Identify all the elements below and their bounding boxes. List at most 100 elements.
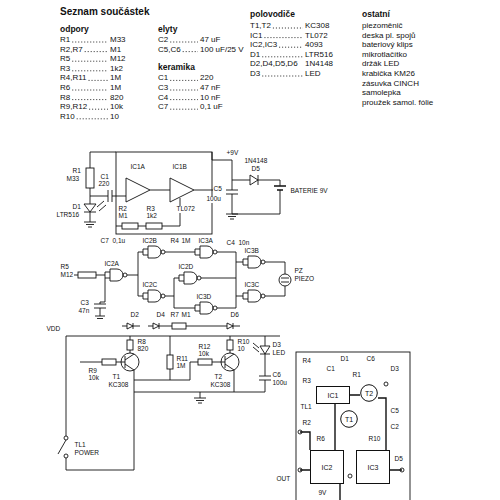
capacitor-symbol xyxy=(94,304,106,308)
led-symbol xyxy=(260,346,270,354)
component-label: R12 xyxy=(198,344,211,351)
resistor-symbol xyxy=(227,340,233,350)
nand-gate-bubble xyxy=(261,260,265,264)
dotted-leader xyxy=(264,37,303,38)
dotted-leader xyxy=(85,51,108,52)
part-designator: R2,R7 xyxy=(60,46,83,54)
component-label: T2 xyxy=(214,374,223,381)
pcb-label: C1 xyxy=(326,366,335,373)
wire xyxy=(243,293,270,299)
part-designator: D1 xyxy=(250,51,260,59)
component-label: M33 xyxy=(66,176,80,183)
ground-symbol xyxy=(95,316,105,319)
piezo-symbol xyxy=(281,278,289,282)
nand-gate-symbol xyxy=(143,246,170,258)
pcb-pad xyxy=(384,382,388,386)
part-designator: R8 xyxy=(60,94,70,102)
accessory-item: držák LED xyxy=(362,60,399,68)
capacitor-symbol xyxy=(226,190,238,194)
part-value: 10 xyxy=(110,113,119,121)
opamp-symbol xyxy=(126,178,150,202)
accessory-item: zásuvka CINCH xyxy=(362,80,419,88)
component-label: 100u xyxy=(206,196,221,203)
dotted-leader xyxy=(273,28,303,29)
switch-symbol xyxy=(64,436,68,440)
pcb-label: R10 xyxy=(368,436,381,443)
component-label: D6 xyxy=(230,312,239,319)
wire xyxy=(105,272,132,278)
component-label: R3 xyxy=(146,206,155,213)
pcb-label: R1 xyxy=(352,372,361,379)
part-value: 10k xyxy=(110,103,123,111)
ic-footprint: IC1 xyxy=(316,386,350,404)
wire xyxy=(243,259,270,265)
part-value: LTR516 xyxy=(305,51,333,59)
component-label: PZ xyxy=(294,268,303,275)
node-text: T1 xyxy=(345,416,353,423)
dotted-leader xyxy=(89,80,108,81)
component-label: IC1B xyxy=(172,164,187,171)
nand-gate-body xyxy=(200,246,213,258)
resistor-symbol xyxy=(122,223,138,229)
dotted-leader xyxy=(72,42,108,43)
pcb-pad xyxy=(400,468,404,472)
component-label: D4 xyxy=(156,312,165,319)
dotted-leader xyxy=(72,90,108,91)
pcb-label: R3 xyxy=(302,378,311,385)
part-value: 820 xyxy=(110,94,123,102)
wire xyxy=(195,305,222,311)
dotted-leader xyxy=(170,42,198,43)
transistor-symbol xyxy=(221,353,239,371)
component-label: 10k xyxy=(88,375,99,382)
part-designator: IC2,IC3 xyxy=(250,41,277,49)
part-value: 47 uF xyxy=(200,36,220,44)
pcb-label: R6 xyxy=(316,436,325,443)
dotted-leader xyxy=(77,118,108,119)
part-value: 1N4148 xyxy=(305,60,333,68)
component-label: D2 xyxy=(130,312,139,319)
component-label: C6 xyxy=(272,372,281,379)
part-designator: R3 xyxy=(60,65,70,73)
piezo-symbol xyxy=(279,274,291,286)
component-label: 1k2 xyxy=(146,213,157,220)
part-designator: R9,R12 xyxy=(60,103,87,111)
component-label: 1M xyxy=(181,238,191,245)
component-label: 1N4148 xyxy=(244,158,268,165)
component-label: C1 xyxy=(100,174,109,181)
ground-symbol xyxy=(194,398,206,403)
diode-symbol xyxy=(127,323,133,329)
dotted-leader xyxy=(170,80,198,81)
nand-gate-bubble xyxy=(123,273,127,277)
component-label: IC2C xyxy=(142,282,158,289)
component-label: 10k xyxy=(198,351,209,358)
dotted-leader xyxy=(72,99,108,100)
nand-gate-symbol xyxy=(243,256,270,268)
component-label: BATERIE 9V xyxy=(290,188,328,195)
component-label: POWER xyxy=(74,450,100,457)
parts-list-header: elyty xyxy=(158,25,177,34)
supply-rail xyxy=(66,336,280,337)
ic-footprint: IC2 xyxy=(310,450,344,484)
component-label: LED xyxy=(272,350,286,357)
node-text: IC2 xyxy=(322,464,333,471)
component-label: LTR516 xyxy=(56,212,80,219)
part-designator: T1,T2 xyxy=(250,22,271,30)
part-value: M33 xyxy=(110,36,126,44)
component-label: IC1A xyxy=(130,164,145,171)
part-value: 100 uF/25 V xyxy=(200,46,244,54)
feedback-frame xyxy=(116,152,212,234)
nand-gate-symbol xyxy=(143,290,170,302)
diode-symbol xyxy=(133,323,233,329)
part-designator: C3 xyxy=(158,84,168,92)
component-label: 10 xyxy=(237,346,245,353)
diode-symbol xyxy=(153,323,159,329)
part-designator: C5,C6 xyxy=(158,46,181,54)
pcb-label: C5 xyxy=(390,408,399,415)
transistor-footprint: T2 xyxy=(360,384,378,402)
part-designator: R5 xyxy=(60,55,70,63)
nand-gate-bubble xyxy=(197,276,201,280)
component-label: TL072 xyxy=(176,206,195,213)
component-label: 10n xyxy=(238,240,250,247)
transistor-symbol xyxy=(121,353,139,371)
parts-list-header: keramika xyxy=(158,63,195,72)
